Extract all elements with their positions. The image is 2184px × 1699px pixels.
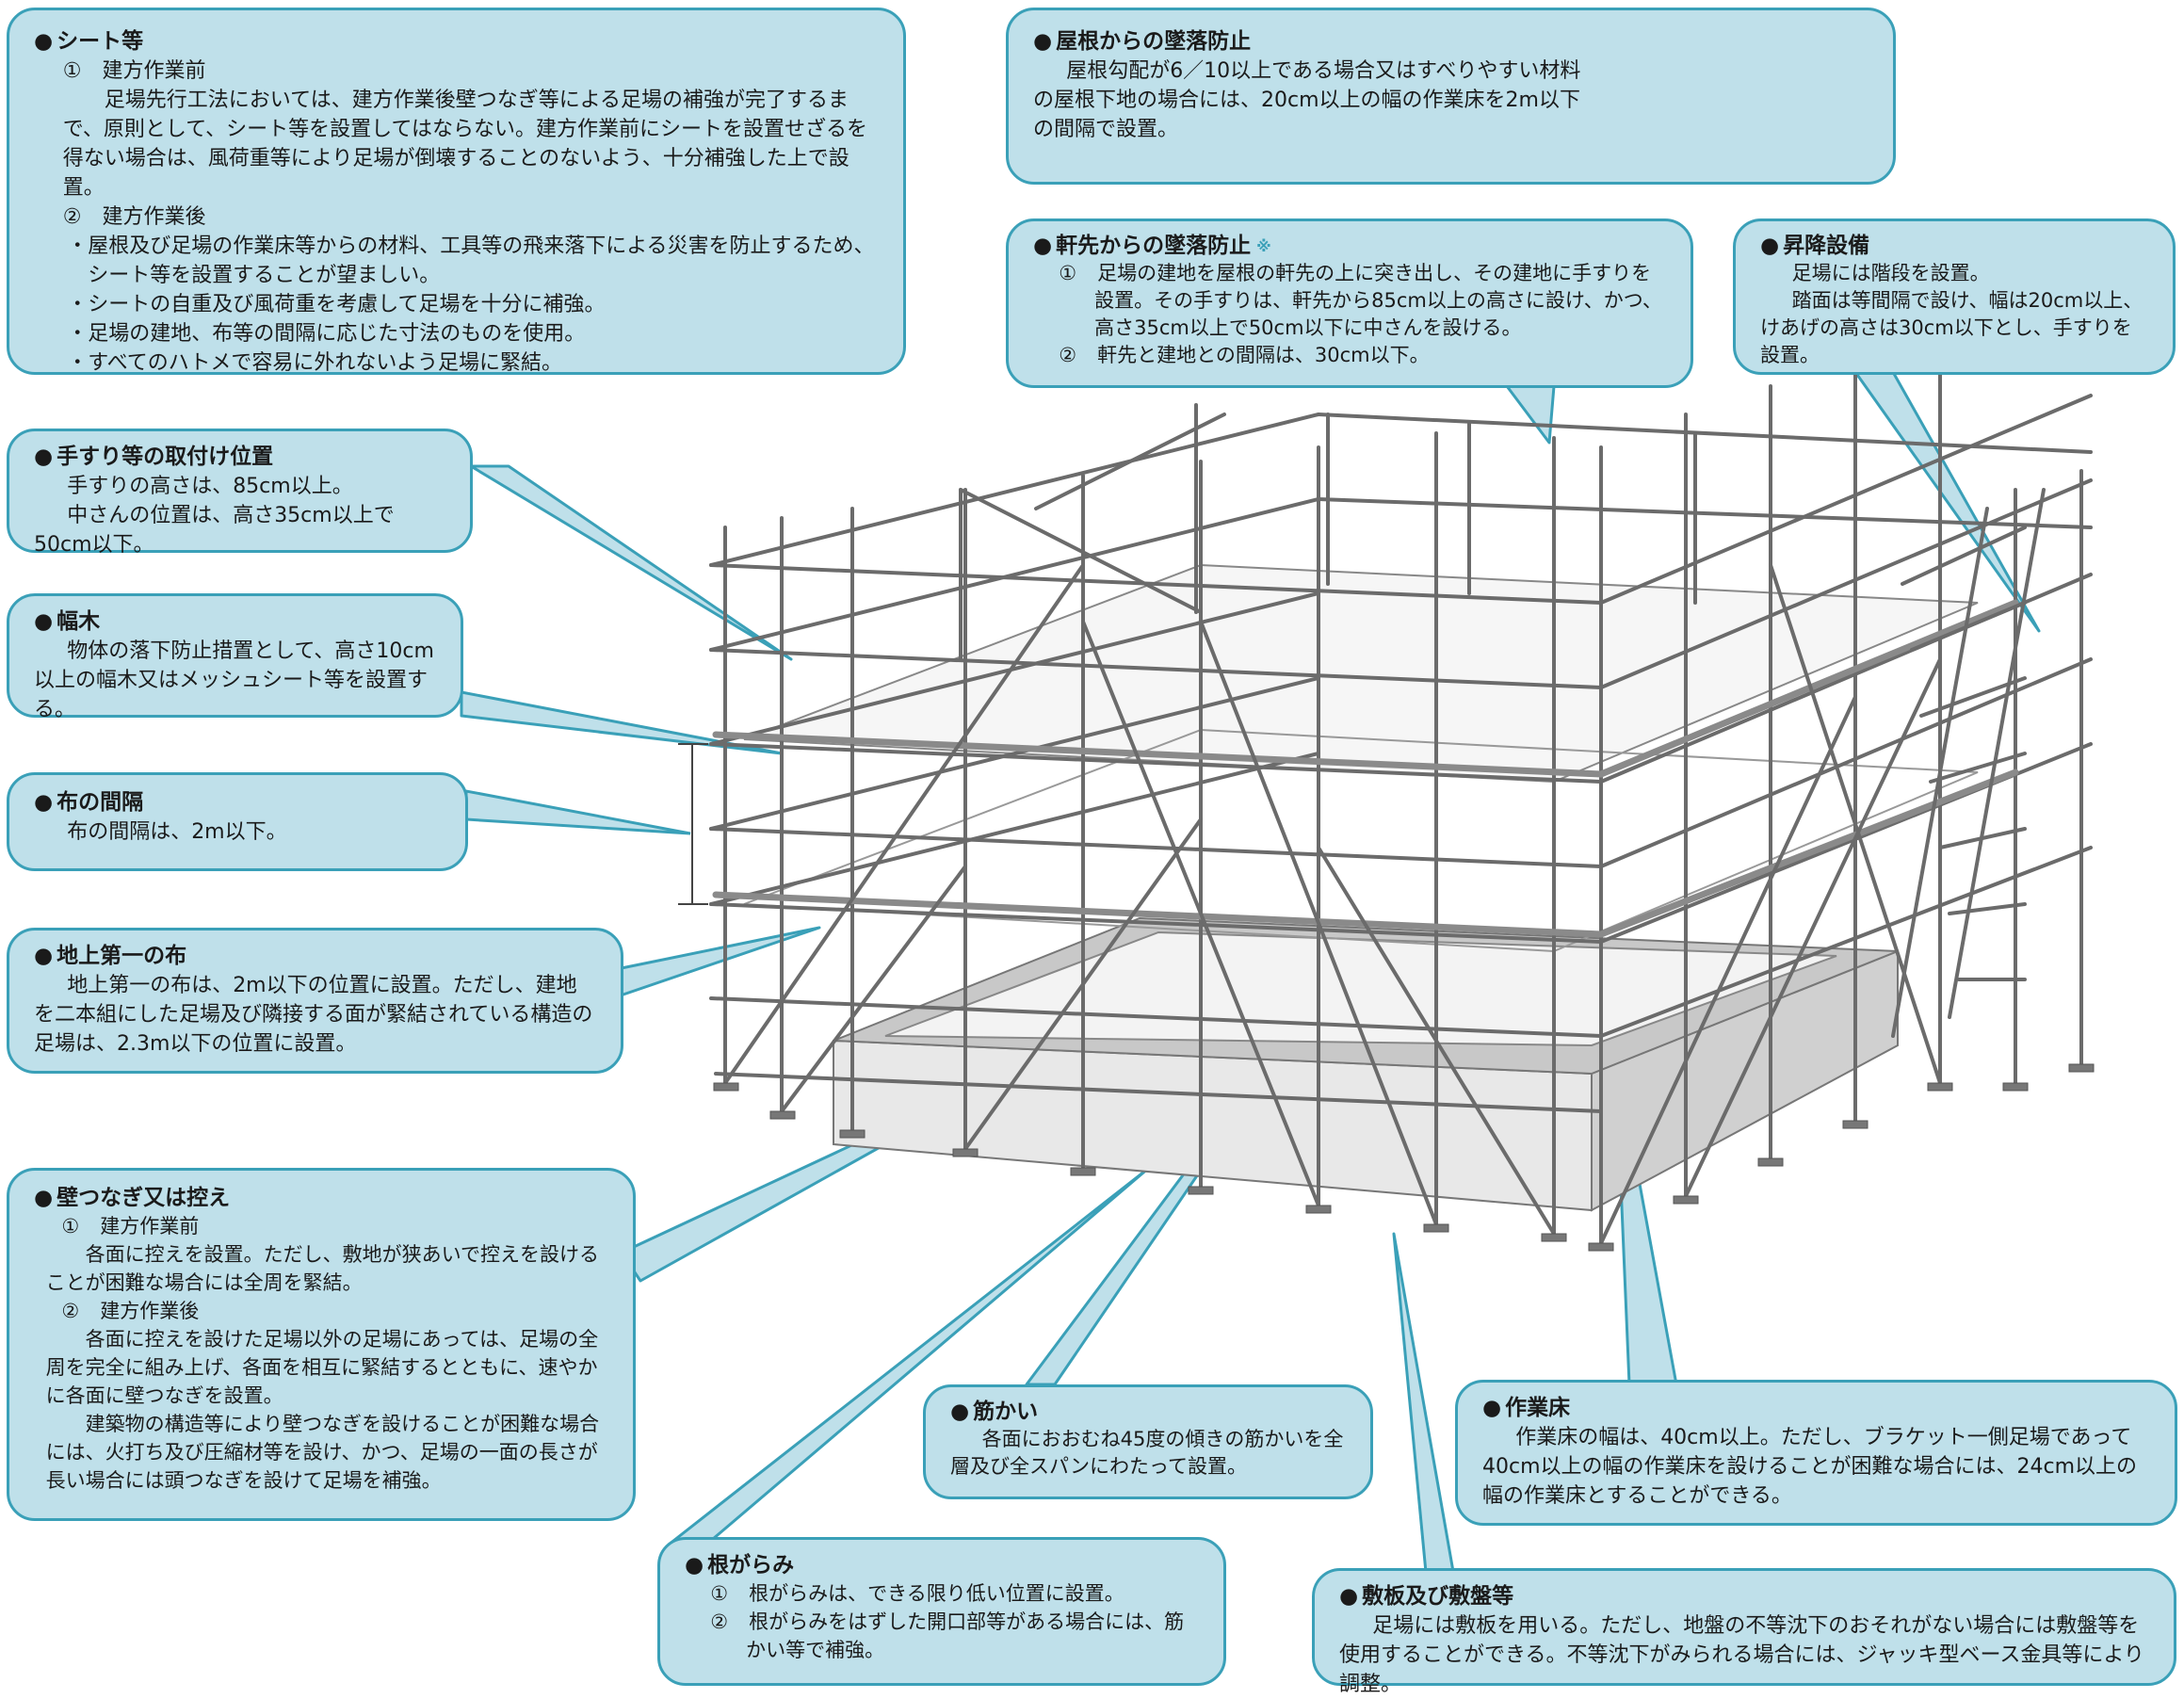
callout-eaves-title: 軒先からの墜落防止※	[1033, 233, 1666, 260]
roof-text: 屋根勾配が6／10以上である場合又はすべりやすい材料の屋根下地の場合には、20c…	[1033, 59, 1581, 141]
toeboard-text: 物体の落下防止措置として、高さ10cm以上の幅木又はメッシュシート等を設置する。	[34, 639, 434, 721]
callout-roof: 屋根からの墜落防止 屋根勾配が6／10以上である場合又はすべりやすい材料の屋根下…	[1006, 8, 1896, 185]
handrail-line-2: 中さんの位置は、高さ35cm以上で50cm以下。	[34, 504, 395, 557]
callout-first-ledger-title: 地上第一の布	[34, 942, 596, 971]
callout-toeboard-title: 幅木	[34, 607, 436, 637]
callout-stairs: 昇降設備 足場には階段を設置。 踏面は等間隔で設け、幅は20cm以上、けあげの高…	[1733, 218, 2176, 375]
pointer-handrail	[469, 464, 793, 661]
callout-brace: 筋かい 各面におおむね45度の傾きの筋かいを全層及び全スパンにわたって設置。	[923, 1384, 1373, 1499]
pointer-baseplate	[1392, 1232, 1457, 1584]
wall-tie-item-2-text-1: 各面に控えを設けた足場以外の足場にあっては、足場の全周を完全に組み上げ、各面を相…	[45, 1328, 599, 1407]
pointer-eaves	[1505, 384, 1556, 445]
callout-platform-title: 作業床	[1482, 1394, 2150, 1423]
wall-tie-item-1-text: 各面に控えを設置。ただし、敷地が狭あいで控えを設けることが困難な場合には全周を緊…	[45, 1243, 599, 1294]
callout-eaves: 軒先からの墜落防止※ ①足場の建地を屋根の軒先の上に突き出し、その建地に手すりを…	[1006, 218, 1693, 388]
callout-handrail-title: 手すり等の取付け位置	[34, 443, 445, 472]
pointer-toeboard	[460, 690, 784, 755]
stairs-text-1: 足場には階段を設置。	[1791, 262, 1990, 284]
callout-sweeper-title: 根がらみ	[685, 1551, 1199, 1579]
callout-ledger-spacing: 布の間隔 布の間隔は、2m以下。	[7, 772, 468, 871]
callout-toeboard: 幅木 物体の落下防止措置として、高さ10cm以上の幅木又はメッシュシート等を設置…	[7, 593, 463, 721]
pointer-ledger-spacing	[464, 789, 691, 835]
callout-sheet-title: シート等	[34, 27, 879, 57]
pointer-stairs	[1853, 370, 2041, 633]
wall-tie-item-2-text-2: 建築物の構造等により壁つなぎを設けることが困難な場合には、火打ち及び圧縮材等を設…	[45, 1413, 600, 1492]
ledger-spacing-text: 布の間隔は、2m以下。	[67, 820, 287, 844]
callout-first-ledger: 地上第一の布 地上第一の布は、2m以下の位置に設置。ただし、建地を二本組にした足…	[7, 928, 623, 1074]
base-plates	[713, 1063, 2095, 1252]
sheet-item-1-text: 足場先行工法においては、建方作業後壁つなぎ等による足場の補強が完了するまで、原則…	[62, 89, 868, 200]
callout-baseplate-title: 敷板及び敷盤等	[1339, 1582, 2149, 1611]
baseplate-text: 足場には敷板を用いる。ただし、地盤の不等沈下のおそれがない場合には敷盤等を使用す…	[1339, 1614, 2144, 1696]
building-body	[743, 563, 1979, 1212]
callout-baseplate: 敷板及び敷盤等 足場には敷板を用いる。ただし、地盤の不等沈下のおそれがない場合に…	[1312, 1568, 2176, 1696]
sheet-bullet-3: ・足場の建地、布等の間隔に応じた寸法のものを使用。	[67, 322, 586, 346]
callout-ledger-spacing-title: 布の間隔	[34, 788, 441, 817]
callout-handrail: 手すり等の取付け位置 手すりの高さは、85cm以上。 中さんの位置は、高さ35c…	[7, 429, 473, 557]
stairs-text-2: 踏面は等間隔で設け、幅は20cm以上、けあげの高さは30cm以下とし、手すりを設…	[1760, 289, 2144, 366]
eaves-note-mark: ※	[1256, 237, 1271, 255]
callout-stairs-title: 昇降設備	[1760, 233, 2148, 260]
sheet-bullet-4: ・すべてのハトメで容易に外れないよう足場に緊結。	[67, 351, 562, 375]
ledger-spacing-dimension	[678, 743, 708, 905]
callout-roof-title: 屋根からの墜落防止	[1033, 27, 1582, 57]
sheet-bullet-2: ・シートの自重及び風荷重を考慮して足場を十分に補強。	[67, 293, 606, 316]
handrail-line-1: 手すりの高さは、85cm以上。	[67, 475, 353, 498]
callout-brace-title: 筋かい	[950, 1399, 1346, 1426]
callout-wall-tie-title: 壁つなぎ又は控え	[34, 1184, 608, 1212]
pointer-first-ledger	[610, 926, 821, 1000]
platform-text: 作業床の幅は、40cm以上。ただし、ブラケット一側足場であって40cm以上の幅の…	[1482, 1426, 2138, 1508]
first-ledger-text: 地上第一の布は、2m以下の位置に設置。ただし、建地を二本組にした足場及び隣接する…	[34, 974, 593, 1056]
brace-text: 各面におおむね45度の傾きの筋かいを全層及び全スパンにわたって設置。	[950, 1428, 1344, 1478]
sheet-bullet-1: ・屋根及び足場の作業床等からの材料、工具等の飛来落下による災害を防止するため、シ…	[67, 235, 875, 287]
callout-platform: 作業床 作業床の幅は、40cm以上。ただし、ブラケット一側足場であって40cm以…	[1455, 1380, 2177, 1526]
scaffold-frame	[709, 328, 2093, 1245]
